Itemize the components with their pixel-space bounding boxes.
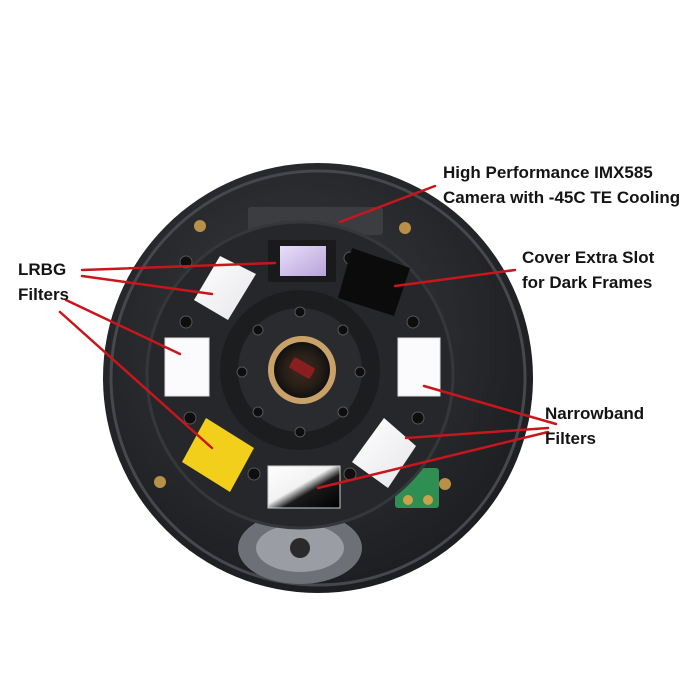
leader-lines [58,184,558,490]
callout-narrowband-line1: Narrowband [545,404,645,423]
callout-narrowband-filters: Narrowband Filters [545,401,644,451]
lrbg-filter-2 [164,337,210,397]
callout-cover-slot: Cover Extra Slot for Dark Frames [522,245,654,295]
narrowband-filter-2 [352,418,416,488]
callout-camera-line2: Camera with -45C TE Cooling [443,188,681,207]
callout-lrbg-line2: Filters [18,285,70,304]
callout-lrbg-filters: LRBG Filters [18,257,69,307]
callout-narrowband-line2: Filters [545,429,597,448]
narrowband-filter-1 [397,337,441,397]
narrowband-filter-3 [267,465,341,509]
cover-slot [338,248,410,316]
callout-cover-line1: Cover Extra Slot [522,248,655,267]
callout-cover-line2: for Dark Frames [522,273,653,292]
callout-camera-line1: High Performance IMX585 [443,163,653,182]
lrbg-filter-1 [194,256,256,320]
callout-lrbg-line1: LRBG [18,260,67,279]
callout-camera: High Performance IMX585 Camera with -45C… [443,160,680,210]
